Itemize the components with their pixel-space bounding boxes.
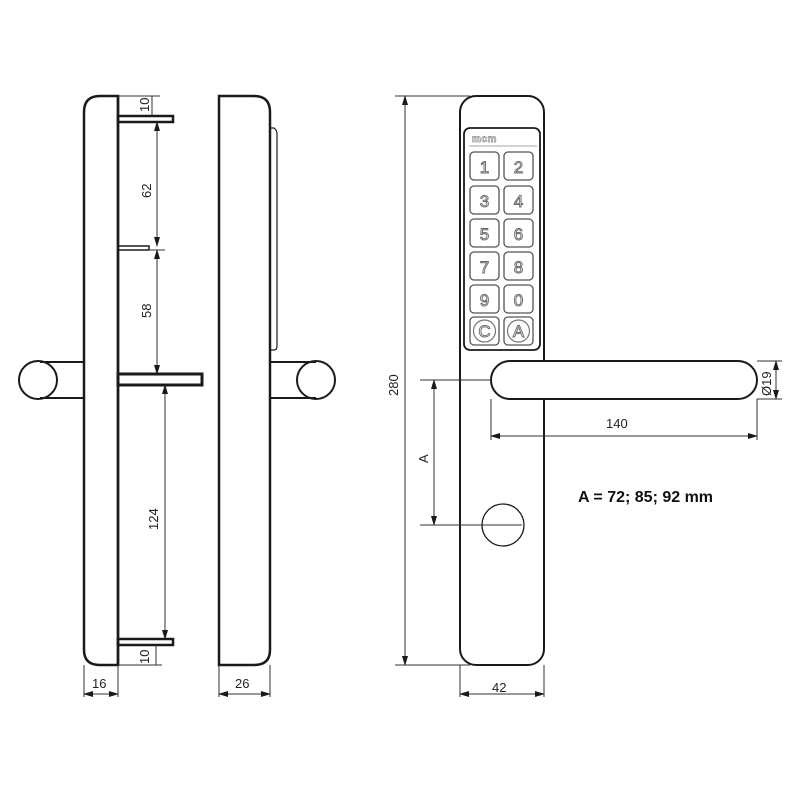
key-6-label: 6 <box>514 225 523 244</box>
middle-tab <box>117 245 150 251</box>
key-a[interactable] <box>503 316 534 346</box>
key-9-label: 9 <box>480 291 489 310</box>
key-a-label: A <box>513 322 525 341</box>
key-4-label: 4 <box>514 192 523 211</box>
key-6[interactable] <box>503 218 534 248</box>
brand-logo: mcm <box>472 134 497 145</box>
side-plate-outline <box>82 94 120 667</box>
dim-bottom-offset: 10 <box>137 650 152 664</box>
keypad <box>469 151 534 346</box>
dim-upper-span: 62 <box>139 184 154 198</box>
top-bolt <box>116 114 175 124</box>
key-9[interactable] <box>469 284 500 314</box>
key-1-label: 1 <box>480 158 489 177</box>
key-4[interactable] <box>503 185 534 215</box>
key-3-label: 3 <box>480 192 489 211</box>
key-5[interactable] <box>469 218 500 248</box>
key-8-label: 8 <box>514 258 523 277</box>
key-7-label: 7 <box>480 258 489 277</box>
spindle-bar <box>116 372 204 387</box>
key-0[interactable] <box>503 284 534 314</box>
key-5-label: 5 <box>480 225 489 244</box>
dim-a: A <box>416 454 431 463</box>
keypad-labels: 1 2 3 4 5 6 7 8 9 0 C A <box>478 158 525 342</box>
dim-lever-diameter: Ø19 <box>759 371 774 396</box>
side-right-dimensions <box>218 665 271 697</box>
front-view <box>459 95 758 666</box>
side-plate-right <box>217 94 272 667</box>
lever-end-right <box>296 360 336 400</box>
bottom-bolt <box>116 637 175 647</box>
side-view-left <box>18 94 204 667</box>
front-dimensions <box>395 95 782 697</box>
dim-right-thickness: 26 <box>235 676 249 691</box>
dimension-a-note: A = 72; 85; 92 mm <box>578 489 713 506</box>
dim-height: 280 <box>386 374 401 396</box>
side-left-dimensions <box>83 95 168 697</box>
lever-handle <box>490 360 758 400</box>
dim-top-offset: 10 <box>137 98 152 112</box>
key-3[interactable] <box>469 185 500 215</box>
key-1[interactable] <box>469 151 500 181</box>
lever-end-left <box>18 360 58 400</box>
dim-width: 42 <box>492 680 506 695</box>
key-8[interactable] <box>503 251 534 281</box>
dim-left-thickness: 16 <box>92 676 106 691</box>
dim-lower-span: 124 <box>146 508 161 530</box>
dim-middle-span: 58 <box>139 304 154 318</box>
side-view-right <box>217 94 336 667</box>
key-c-label: C <box>478 322 490 341</box>
key-c[interactable] <box>469 316 500 346</box>
dim-lever-length: 140 <box>606 416 628 431</box>
key-7[interactable] <box>469 251 500 281</box>
key-0-label: 0 <box>514 291 523 310</box>
key-2[interactable] <box>503 151 534 181</box>
key-2-label: 2 <box>514 158 523 177</box>
keypad-panel <box>463 127 541 351</box>
keypad-bulge <box>270 127 278 351</box>
